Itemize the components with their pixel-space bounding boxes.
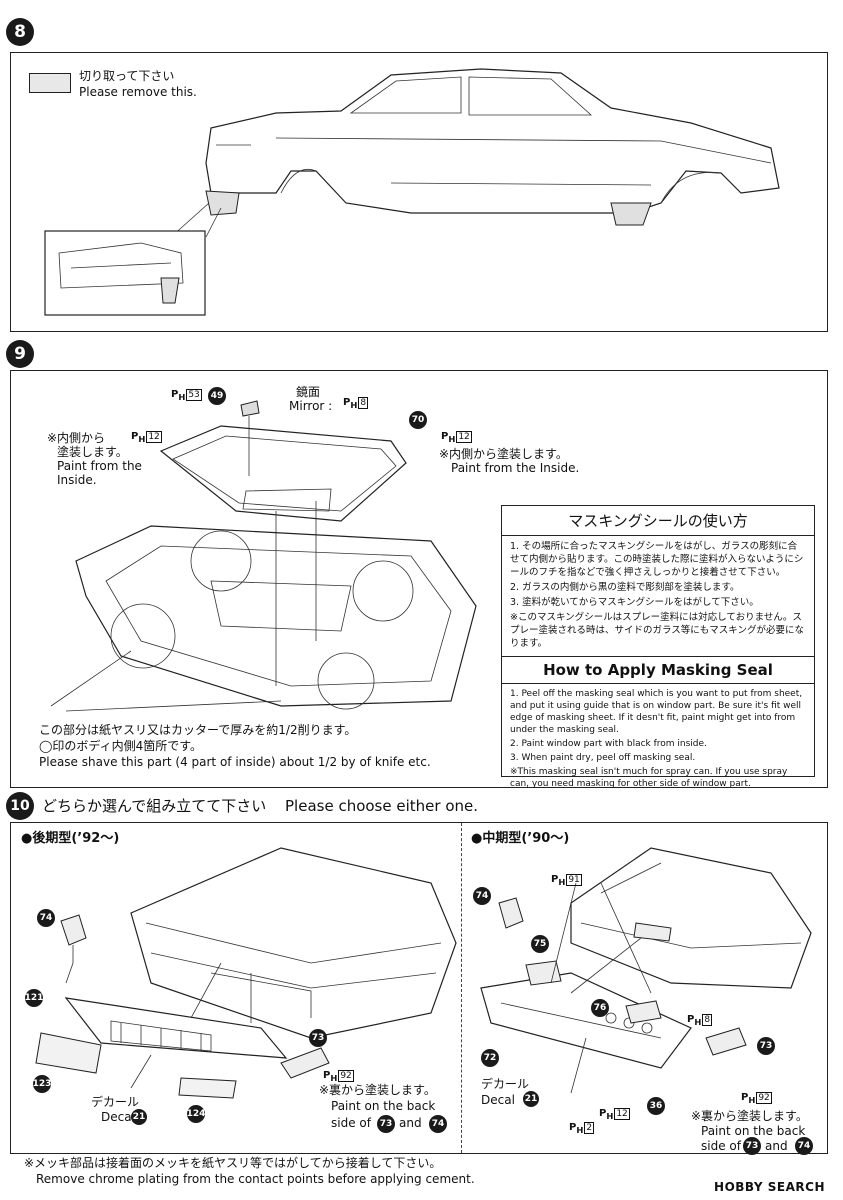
part-49: 49 <box>208 387 226 405</box>
mirror-en: Mirror : <box>289 399 333 413</box>
masking-title-en: How to Apply Masking Seal <box>502 656 814 684</box>
masking-en-4: ※This masking seal isn't much for spray … <box>510 767 788 789</box>
left-part-124: 124 <box>187 1105 205 1123</box>
remove-swatch <box>29 73 71 93</box>
chrome-note-ja: ※メッキ部品は接着面のメッキを紙ヤスリ等ではがしてから接着して下さい。 <box>24 1156 442 1170</box>
chrome-note-en: Remove chrome plating from the contact p… <box>36 1172 475 1186</box>
step-9-badge: 9 <box>6 340 34 368</box>
left-part-121: 121 <box>25 989 43 1007</box>
right-decal-21: 21 <box>523 1091 539 1107</box>
left-note-ja1: ※内側から <box>47 431 106 445</box>
left-note-73: 73 <box>377 1115 395 1133</box>
right-decal-ja: デカール <box>481 1077 530 1091</box>
right-note-en: Paint from the Inside. <box>451 461 580 475</box>
right-decal-en: Decal <box>481 1093 515 1107</box>
masking-en-1: 1. Peel off the masking seal which is yo… <box>510 689 803 735</box>
left-part-73: 73 <box>309 1029 327 1047</box>
remove-note-en: Please remove this. <box>79 85 197 99</box>
left-decal-21: 21 <box>131 1109 147 1125</box>
right-note-ja: ※内側から塗装します。 <box>439 447 568 461</box>
left-note-ja: ※裏から塗装します。 <box>319 1083 436 1097</box>
right-part-76: 76 <box>591 999 609 1017</box>
body-window-illustration <box>50 400 477 712</box>
shave-note-ja2: ◯印のボディ内側4箇所です。 <box>39 739 203 753</box>
right-note-ja: ※裏から塗装します。 <box>691 1109 808 1123</box>
masking-ja-4: ※このマスキングシールはスプレー塗料には対応しておりません。スプレー塗装される時… <box>510 612 805 649</box>
right-note-en1: Paint on the back <box>701 1124 806 1138</box>
step-10-badge: 10 <box>6 792 34 820</box>
masking-list-en: 1. Peel off the masking seal which is yo… <box>502 684 814 796</box>
step-8-panel: 切り取って下さい Please remove this. <box>10 52 828 332</box>
left-note-ja2: 塗装します。 <box>57 445 128 459</box>
step-10-heading-ja: どちらか選んで組み立てて下さい <box>42 797 267 815</box>
shave-note-en: Please shave this part (4 part of inside… <box>39 755 431 769</box>
masking-en-2: 2. Paint window part with black from ins… <box>510 739 707 749</box>
right-note-and: and <box>765 1139 788 1153</box>
right-note-73: 73 <box>743 1137 761 1155</box>
remove-note-ja: 切り取って下さい <box>79 69 175 83</box>
left-part-123: 123 <box>33 1075 51 1093</box>
masking-en-3: 3. When paint dry, peel off masking seal… <box>510 753 696 763</box>
panel-divider <box>461 823 462 1153</box>
right-part-72: 72 <box>481 1049 499 1067</box>
masking-ja-2: 2. ガラスの内側から黒の塗料で彫刻部を塗装します。 <box>510 582 740 593</box>
masking-ja-1: 1. その場所に合ったマスキングシールをはがし、ガラスの彫刻に合せて内側から貼り… <box>510 541 804 578</box>
step-8-badge: 8 <box>6 18 34 46</box>
hobby-search-logo: HOBBY SEARCH <box>714 1180 825 1194</box>
left-decal-ja: デカール <box>91 1095 140 1109</box>
left-note-en1: Paint from the <box>57 459 142 473</box>
right-part-73: 73 <box>757 1037 775 1055</box>
left-note-and: and <box>399 1116 422 1130</box>
front-late-illustration <box>35 847 812 1099</box>
car-side-illustration <box>44 68 780 316</box>
left-decal-en: Decal <box>101 1110 135 1124</box>
late-model-label: ●後期型(’92〜) <box>21 831 120 846</box>
masking-title-ja: マスキングシールの使い方 <box>502 506 814 536</box>
right-note-74: 74 <box>795 1137 813 1155</box>
shave-note-ja1: この部分は紙ヤスリ又はカッターで厚みを約1/2削ります。 <box>39 723 357 737</box>
right-note-en2: side of <box>701 1139 741 1153</box>
masking-ja-3: 3. 塗料が乾いてからマスキングシールをはがして下さい。 <box>510 597 759 608</box>
masking-seal-box: マスキングシールの使い方 1. その場所に合ったマスキングシールをはがし、ガラス… <box>501 505 815 789</box>
left-note-en2: Inside. <box>57 473 97 487</box>
left-note-en1: Paint on the back <box>331 1099 436 1113</box>
left-note-en2: side of <box>331 1116 371 1130</box>
step-10-heading-en: Please choose either one. <box>285 797 478 815</box>
left-note-74: 74 <box>429 1115 447 1133</box>
left-part-74: 74 <box>37 909 55 927</box>
masking-list-ja: 1. その場所に合ったマスキングシールをはがし、ガラスの彫刻に合せて内側から貼り… <box>502 536 814 656</box>
part-70: 70 <box>409 411 427 429</box>
right-part-74: 74 <box>473 887 491 905</box>
mid-model-label: ●中期型(’90〜) <box>471 831 570 846</box>
right-part-75: 75 <box>531 935 549 953</box>
right-part-36: 36 <box>647 1097 665 1115</box>
mirror-ja: 鏡面 <box>296 385 321 399</box>
